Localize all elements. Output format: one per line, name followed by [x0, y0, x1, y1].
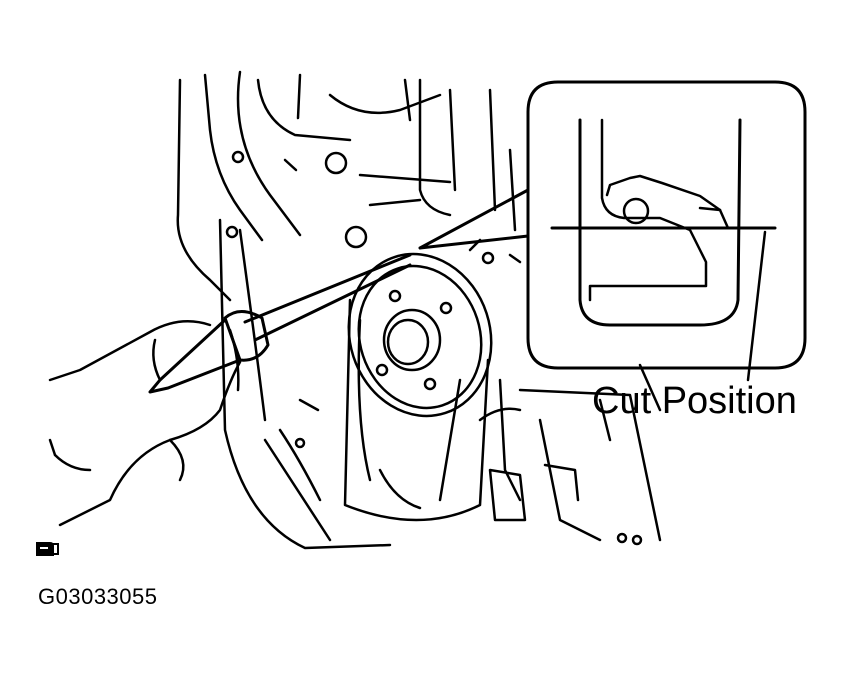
hand-with-chisel-icon: [48, 253, 412, 527]
cut-pointer: [746, 230, 767, 382]
cut-position-label: Cut Position: [592, 380, 797, 422]
new-part-icon: [36, 542, 59, 556]
figure-code: G03033055: [38, 584, 158, 609]
oil-seal-assembly: [343, 252, 493, 522]
detail-callout: [418, 80, 807, 382]
